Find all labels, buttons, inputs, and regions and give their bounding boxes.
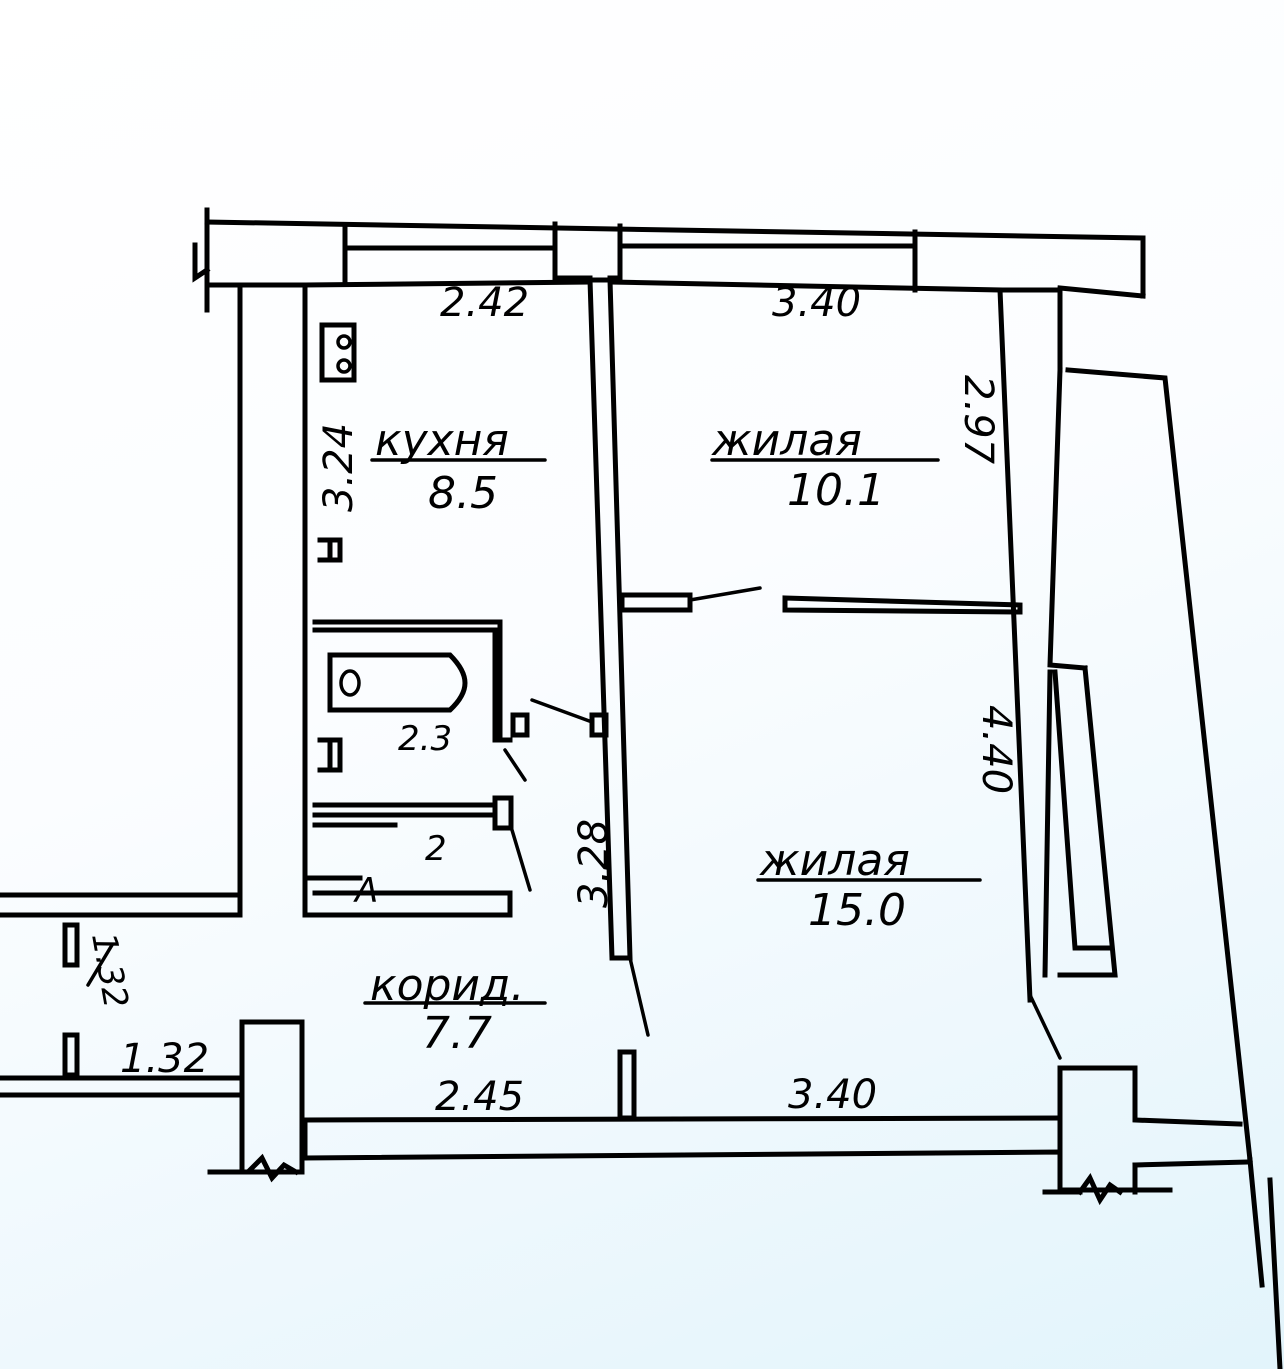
toilet-area: 2 (425, 829, 447, 869)
fixtures (312, 322, 468, 828)
living2-area: 15.0 (808, 885, 906, 936)
dim-living2-right: 4.40 (973, 705, 1019, 794)
washbasin (317, 737, 343, 773)
bathroom-area: 2.3 (398, 719, 452, 759)
stove-burner-top (336, 334, 352, 350)
outer-walls (0, 207, 1283, 1369)
stove (319, 322, 357, 383)
room-labels: кухня 8.5 жилая 10.1 жилая 15.0 корид. 7… (353, 415, 982, 1059)
living2-name: жилая (759, 835, 910, 886)
dim-corridor-bottom: 2.45 (435, 1074, 524, 1120)
corridor-area: 7.7 (422, 1008, 492, 1059)
kitchen-area: 8.5 (428, 468, 498, 519)
dim-stair-vertical: 1.32 (83, 930, 136, 1011)
stove-burner-bottom (336, 358, 352, 374)
bathtub (327, 652, 468, 713)
bathtub-drain (339, 669, 361, 697)
living1-name: жилая (711, 415, 862, 466)
kitchen-sink (317, 537, 343, 563)
dim-stair-horizontal: 1.32 (120, 1036, 209, 1082)
dim-living-top: 3.40 (772, 280, 861, 326)
dim-kitchen-top: 2.42 (440, 280, 529, 326)
dim-kitchen-left: 3.24 (316, 423, 362, 512)
dimension-labels: 2.42 3.40 3.24 2.97 4.40 3.28 2.45 3.40 … (83, 280, 1019, 1120)
interior-walls (302, 277, 1062, 1121)
dim-living1-right: 2.97 (955, 375, 1001, 465)
bath-letter-mark: А (353, 871, 378, 911)
living1-area: 10.1 (787, 465, 885, 516)
kitchen-name: кухня (375, 415, 509, 466)
dim-living2-bottom: 3.40 (788, 1072, 877, 1118)
dim-corridor-wall: 3.28 (571, 819, 617, 908)
